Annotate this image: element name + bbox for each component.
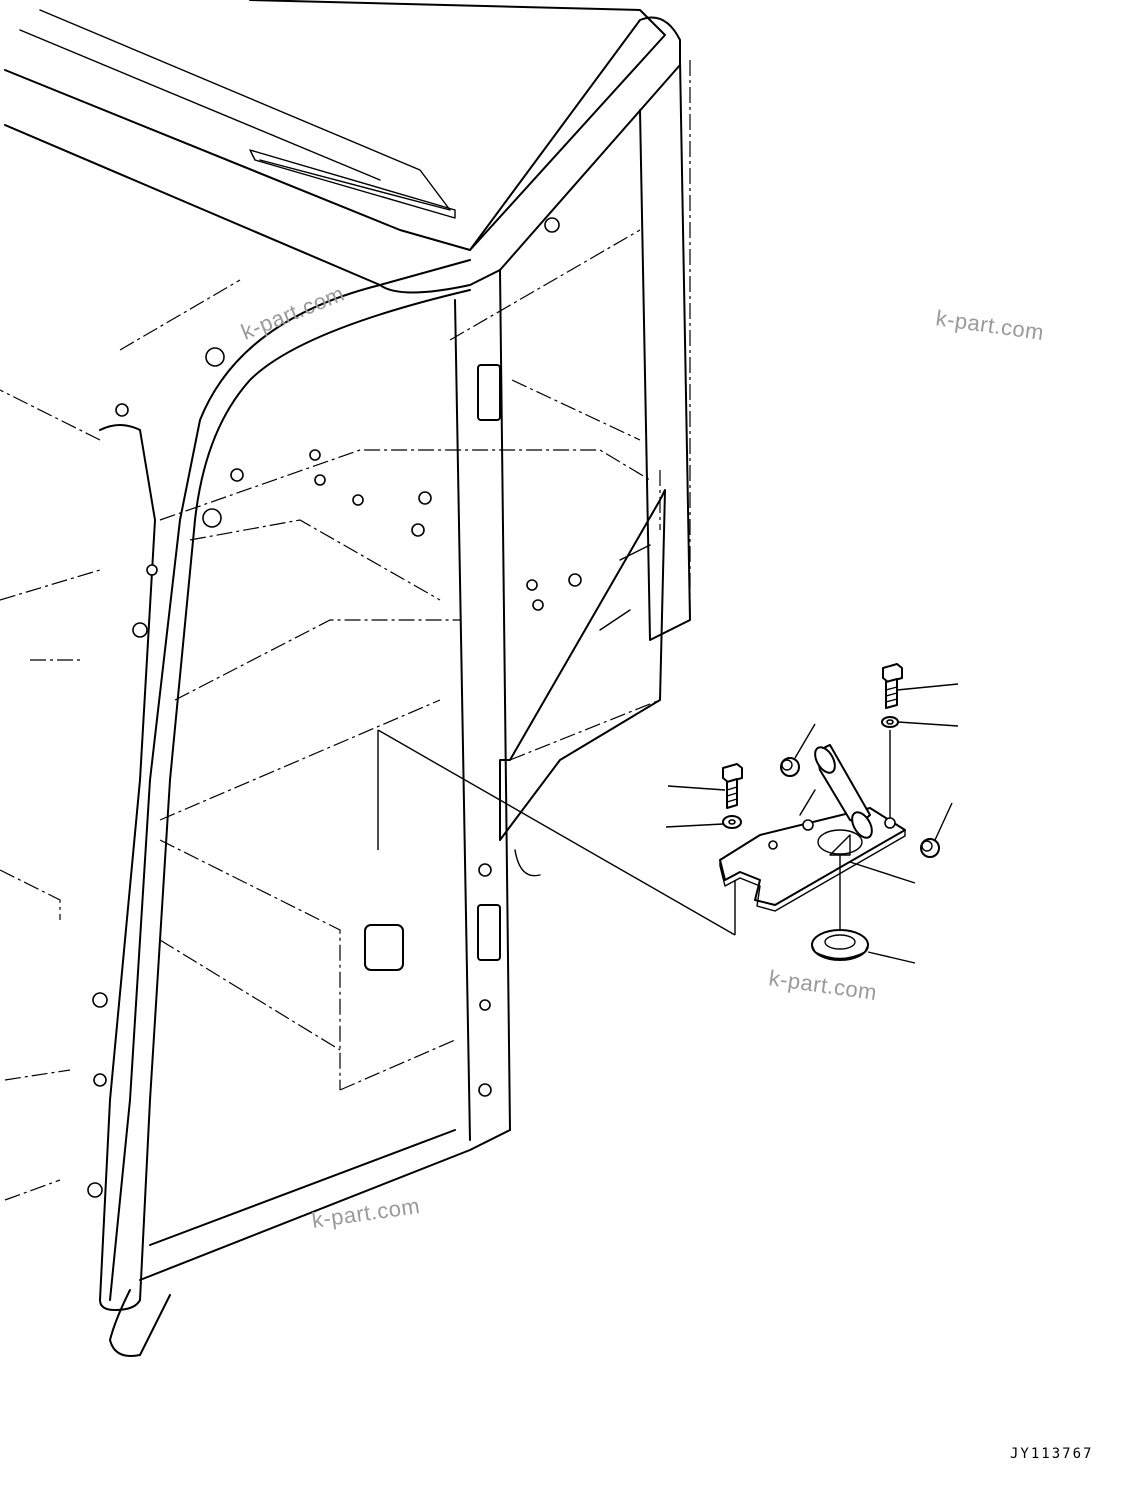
- washer-left: [722, 815, 742, 829]
- watermark-text: k-part.com: [767, 965, 878, 1005]
- frame-holes: [87, 217, 582, 1198]
- spacer-right: [920, 838, 940, 858]
- leader-line-grommet: [867, 951, 916, 964]
- watermark-text: k-part.com: [238, 281, 348, 345]
- watermark-text: k-part.com: [934, 305, 1045, 345]
- leader-line-washer-upper-right: [897, 721, 959, 727]
- cab-frame: [0, 0, 736, 1357]
- spacer-left: [780, 757, 800, 777]
- leader-line-bracket-plate: [849, 861, 916, 884]
- bracket-plate: [719, 744, 906, 912]
- leader-line-washer-left: [665, 823, 724, 828]
- bolt-left: [722, 763, 743, 809]
- leader-line-bolt-left: [667, 785, 726, 791]
- watermark-layer: k-part.com k-part.com k-part.com k-part.…: [238, 281, 1046, 1233]
- leader-line-spacer-left: [794, 723, 816, 759]
- drawing-id-label: JY113767: [1010, 1446, 1094, 1462]
- washer-upper-right: [881, 716, 899, 728]
- bolt-upper-right: [882, 663, 903, 709]
- leader-line-spacer-right: [934, 802, 953, 841]
- leader-line-bolt-upper-right: [896, 683, 959, 691]
- grommet: [811, 929, 869, 961]
- watermark-text: k-part.com: [310, 1193, 421, 1233]
